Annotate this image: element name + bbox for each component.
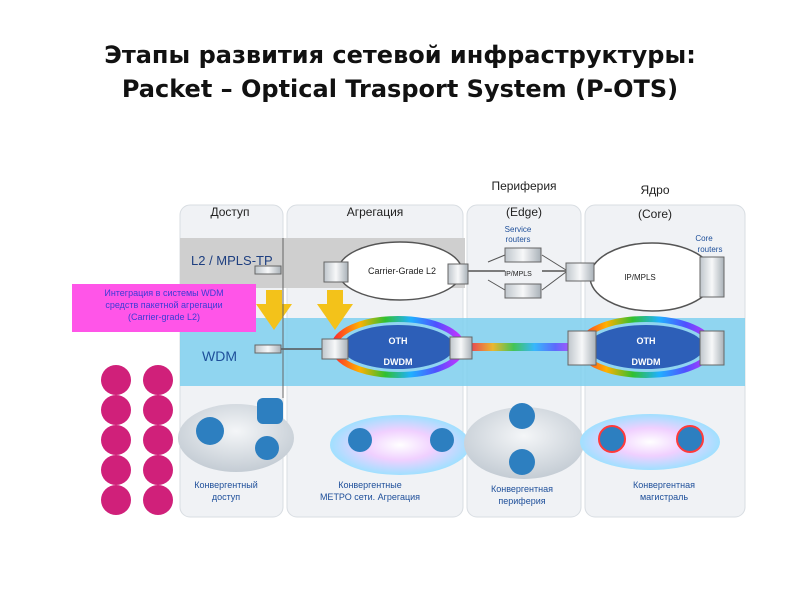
column-access-title: Доступ — [210, 205, 249, 219]
oth-dwdm-inner-agg — [342, 325, 454, 369]
edge-ip-mpls-label: IP/MPLS — [504, 271, 532, 278]
column-edge-title-ru: Периферия — [491, 179, 556, 193]
device-l2-agg — [323, 261, 349, 283]
callout-line-1: Интеграция в системы WDM — [104, 288, 223, 298]
device-service-router-top — [504, 247, 542, 263]
metro-node-right-icon — [430, 428, 454, 452]
access-amp-icon — [255, 436, 279, 460]
building-icon — [143, 425, 173, 455]
bottom-label-access-1: Конвергентный — [194, 480, 258, 490]
core-routers-line1: Core — [695, 234, 713, 243]
edge-cloud — [464, 407, 584, 479]
laptop-icon — [143, 455, 173, 485]
dwdm-agg-label: DWDM — [384, 357, 413, 367]
core-routers-line2: routers — [698, 245, 723, 254]
core-node-left-icon — [598, 425, 626, 453]
screen-icon — [101, 455, 131, 485]
link-edge-top-r — [541, 254, 567, 271]
column-core-title-en: (Core) — [638, 207, 672, 221]
service-routers-line1: Service — [505, 225, 532, 234]
metro-node-left-icon — [348, 428, 372, 452]
bottom-label-core-2: магистраль — [640, 492, 688, 502]
tv-icon — [143, 395, 173, 425]
title-line-1: Этапы развития сетевой инфраструктуры: — [104, 41, 696, 69]
car-icon-2 — [101, 485, 131, 515]
pager-icon — [143, 485, 173, 515]
layer-label-l2: L2 / MPLS-TP — [191, 253, 273, 268]
layer-label-wdm: WDM — [202, 348, 237, 364]
edge-node-top-icon — [509, 403, 535, 429]
bottom-label-edge-1: Конвергентная — [491, 484, 553, 494]
slide-title: Этапы развития сетевой инфраструктуры: P… — [0, 38, 800, 106]
core-ip-mpls-label: IP/MPLS — [624, 273, 656, 282]
device-service-router-bottom — [504, 283, 542, 299]
oth-core-label: OTH — [637, 336, 656, 346]
car-icon — [101, 365, 131, 395]
bottom-label-metro-2: МЕТРО сети. Агрегация — [320, 492, 420, 502]
bottom-label-core-1: Конвергентная — [633, 480, 695, 490]
column-edge-title-en: (Edge) — [506, 205, 542, 219]
core-node-right-icon — [676, 425, 704, 453]
camera-icon — [101, 395, 131, 425]
video-camera-icon — [101, 425, 131, 455]
device-wdm-core-right — [699, 330, 725, 366]
edge-node-bottom-icon — [509, 449, 535, 475]
device-wdm-agg-right — [449, 336, 473, 360]
carrier-grade-label: Carrier-Grade L2 — [368, 266, 436, 276]
phone-icon — [143, 365, 173, 395]
bottom-label-edge-2: периферия — [498, 496, 545, 506]
service-routers-line2: routers — [506, 235, 531, 244]
oth-dwdm-inner-core — [588, 325, 704, 369]
down-arrow-aggregation — [317, 290, 353, 330]
device-wdm-agg — [321, 338, 349, 360]
callout-line-3: (Carrier-grade L2) — [128, 312, 200, 322]
device-edge-right — [565, 262, 595, 282]
device-l2-access — [254, 265, 282, 275]
device-l2-agg-right — [447, 263, 469, 285]
dwdm-core-label: DWDM — [632, 357, 661, 367]
bottom-label-access-2: доступ — [212, 492, 240, 502]
wdm-rainbow-link — [472, 343, 576, 351]
link-edge-top — [487, 254, 506, 263]
end-device-icons — [101, 365, 173, 515]
title-line-2: Packet – Optical Trasport System (P-OTS) — [121, 75, 679, 103]
device-wdm-access — [254, 344, 282, 354]
column-core-title-ru: Ядро — [640, 183, 669, 197]
access-tower-icon — [257, 398, 283, 424]
callout-line-2: средств пакетной агрегации — [105, 300, 222, 310]
bottom-label-metro-1: Конвергентные — [338, 480, 402, 490]
wdm-integration-callout — [72, 284, 256, 332]
column-aggregation-title: Агрегация — [347, 205, 404, 219]
access-node-icon — [196, 417, 224, 445]
device-core-router — [699, 256, 725, 298]
device-wdm-core-left — [567, 330, 597, 366]
link-edge-bottom-r — [541, 271, 567, 291]
link-edge-bottom — [487, 279, 506, 291]
oth-agg-label: OTH — [389, 336, 408, 346]
